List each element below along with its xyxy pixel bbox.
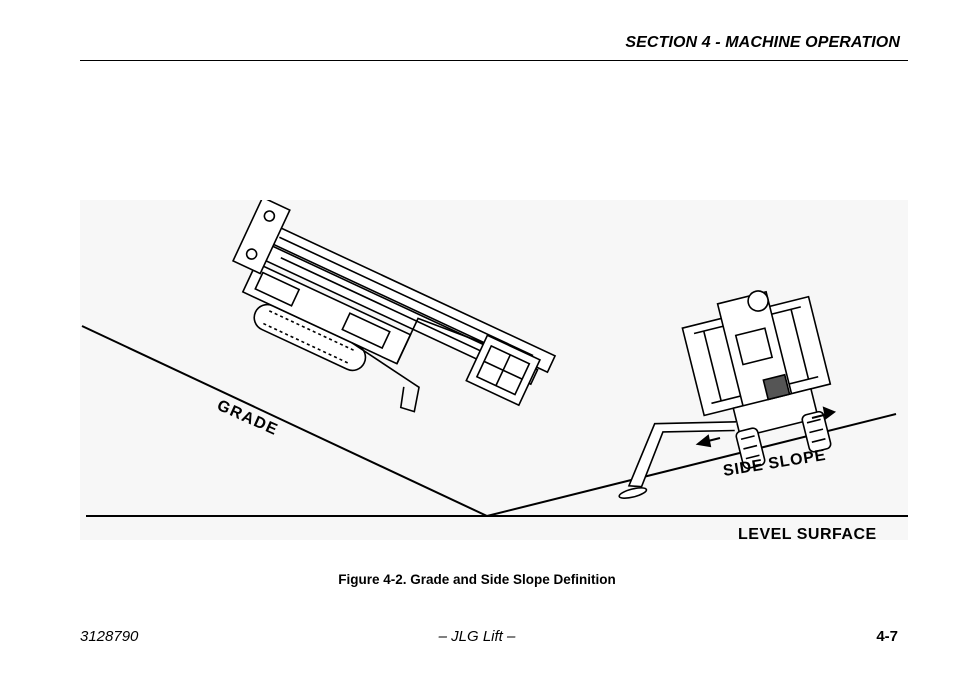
- grade-line: [81, 325, 488, 517]
- lift-on-grade-drawing: [231, 200, 557, 413]
- section-title: SECTION 4 - MACHINE OPERATION: [625, 34, 900, 51]
- figure-caption: Figure 4-2. Grade and Side Slope Definit…: [338, 572, 616, 587]
- document-number: 3128790: [80, 628, 139, 645]
- header-divider: [80, 60, 908, 61]
- publisher-name: – JLG Lift –: [438, 628, 516, 645]
- level-surface-label: LEVEL SURFACE: [738, 526, 877, 540]
- slope-direction-arrows: [695, 406, 837, 448]
- grade-side-slope-figure: GRADE SIDE SLOPE LEVEL SURFACE: [80, 200, 908, 540]
- lift-on-side-slope-drawing: [618, 290, 832, 499]
- page-number: 4-7: [876, 628, 898, 645]
